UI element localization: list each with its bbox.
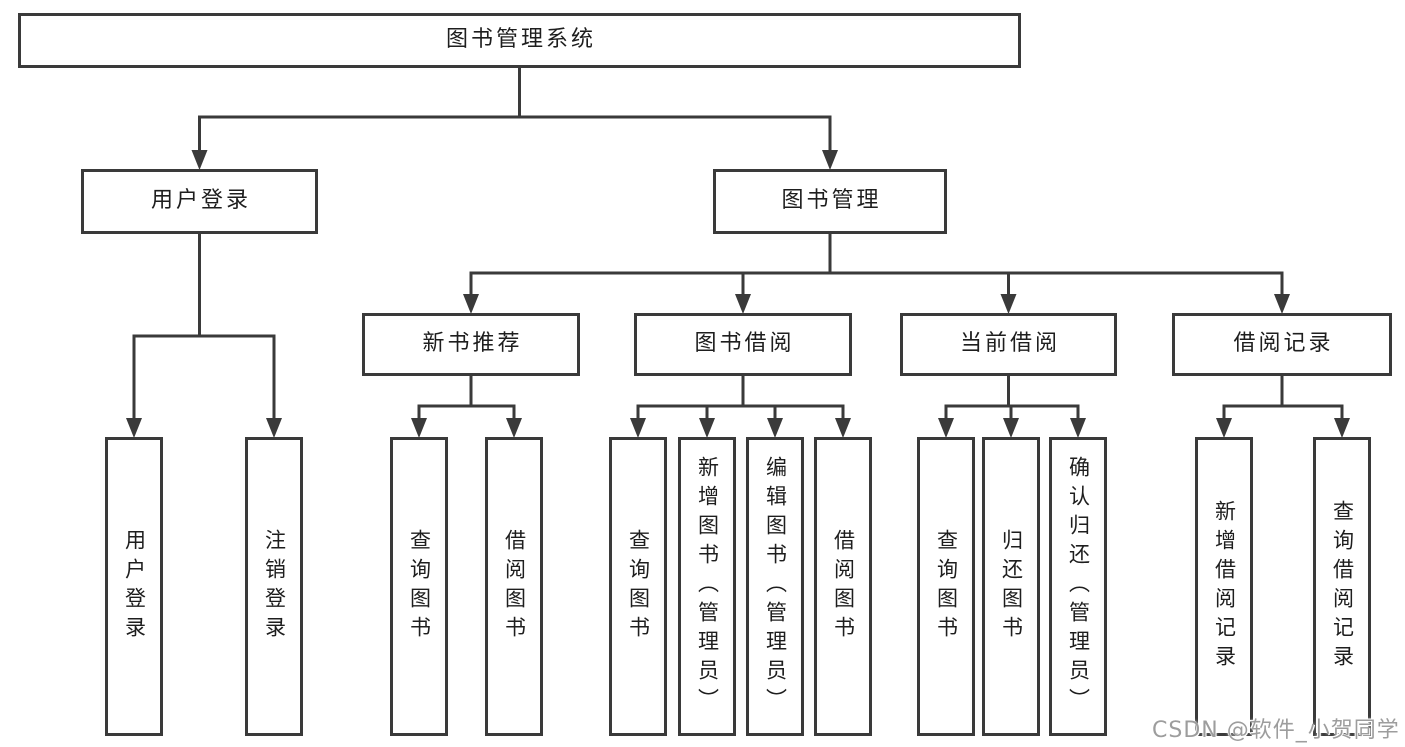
node-label-cb-confirm: 确认归还（管理员） bbox=[1066, 456, 1091, 717]
node-label-bb-add: 新增图书（管理员） bbox=[695, 456, 720, 717]
watermark: CSDN @软件_小贺同学 bbox=[1152, 718, 1400, 743]
node-label-borrow-record: 借阅记录 bbox=[1233, 331, 1334, 357]
node-book-borrow: 图书借阅 bbox=[634, 313, 852, 376]
node-label-user-login: 用户登录 bbox=[150, 188, 251, 214]
node-bb-borrow: 借阅图书 bbox=[814, 437, 872, 736]
node-label-cb-query: 查询图书 bbox=[934, 528, 959, 645]
node-br-query: 查询借阅记录 bbox=[1313, 437, 1371, 736]
node-label-br-query: 查询借阅记录 bbox=[1330, 499, 1355, 674]
node-br-add: 新增借阅记录 bbox=[1195, 437, 1253, 736]
node-bb-add: 新增图书（管理员） bbox=[678, 437, 736, 736]
node-label-nbr-query: 查询图书 bbox=[407, 528, 432, 645]
node-cb-query: 查询图书 bbox=[917, 437, 975, 736]
node-bb-edit: 编辑图书（管理员） bbox=[746, 437, 804, 736]
node-label-nbr-borrow: 借阅图书 bbox=[502, 528, 527, 645]
node-bb-query: 查询图书 bbox=[609, 437, 667, 736]
node-nbr-borrow: 借阅图书 bbox=[485, 437, 543, 736]
node-label-book-borrow: 图书借阅 bbox=[694, 331, 795, 357]
node-label-bb-edit: 编辑图书（管理员） bbox=[763, 456, 788, 717]
node-label-br-add: 新增借阅记录 bbox=[1212, 499, 1237, 674]
node-new-book-rec: 新书推荐 bbox=[362, 313, 580, 376]
node-label-cb-return: 归还图书 bbox=[999, 528, 1024, 645]
node-cb-return: 归还图书 bbox=[982, 437, 1040, 736]
node-label-book-mgmt: 图书管理 bbox=[781, 188, 882, 214]
node-label-login: 用户登录 bbox=[122, 528, 147, 645]
node-cb-confirm: 确认归还（管理员） bbox=[1049, 437, 1107, 736]
node-label-bb-query: 查询图书 bbox=[626, 528, 651, 645]
node-label-logout: 注销登录 bbox=[262, 528, 287, 645]
node-label-root: 图书管理系统 bbox=[445, 27, 596, 53]
node-nbr-query: 查询图书 bbox=[390, 437, 448, 736]
node-book-mgmt: 图书管理 bbox=[713, 169, 947, 234]
node-user-login: 用户登录 bbox=[81, 169, 318, 234]
node-root: 图书管理系统 bbox=[18, 13, 1021, 68]
node-current-borrow: 当前借阅 bbox=[900, 313, 1117, 376]
node-label-current-borrow: 当前借阅 bbox=[959, 331, 1060, 357]
node-login: 用户登录 bbox=[105, 437, 163, 736]
node-logout: 注销登录 bbox=[245, 437, 303, 736]
node-label-bb-borrow: 借阅图书 bbox=[831, 528, 856, 645]
node-label-new-book-rec: 新书推荐 bbox=[422, 331, 523, 357]
node-borrow-record: 借阅记录 bbox=[1172, 313, 1392, 376]
